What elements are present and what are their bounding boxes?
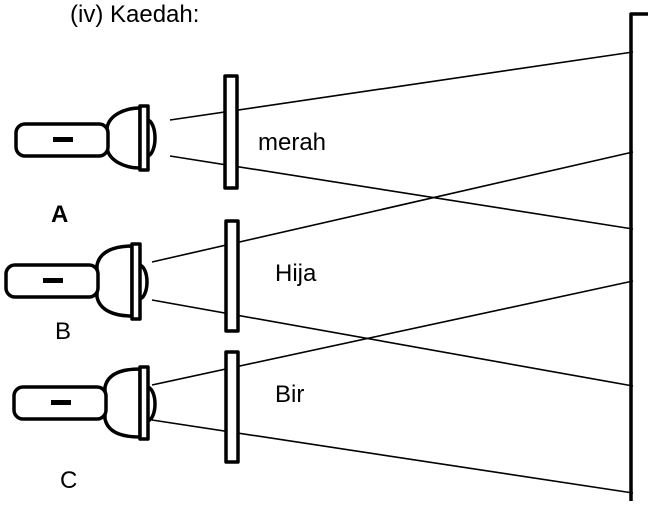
torch-c [12, 365, 157, 441]
torch-b [4, 242, 149, 321]
filter-label-red: merah [258, 129, 326, 156]
torch-b-rim [130, 242, 142, 321]
filter-green [224, 219, 240, 333]
torch-label-a: A [51, 201, 68, 228]
filter-red [223, 74, 239, 190]
ray-c-upper [151, 280, 634, 386]
torch-b-switch [43, 278, 63, 283]
torch-label-b: B [55, 318, 71, 345]
filter-blue [224, 350, 240, 464]
torch-a [14, 104, 157, 172]
ray-c-lower [151, 419, 634, 494]
torch-a-rim [138, 104, 150, 172]
ray-a-upper [169, 51, 634, 121]
heading-text: (iv) Kaedah: [70, 1, 199, 28]
screen [629, 12, 648, 506]
filter-label-blue: Bir [275, 381, 304, 408]
torch-c-switch [51, 400, 71, 405]
torch-a-switch [53, 137, 73, 142]
ray-b-lower [151, 299, 634, 387]
torch-a-head [105, 106, 142, 170]
ray-a-lower [169, 155, 634, 230]
torch-c-head [103, 367, 142, 439]
torch-label-c: C [60, 467, 77, 494]
torch-c-rim [138, 365, 150, 441]
torch-b-head [95, 244, 134, 318]
filter-label-green: Hija [275, 260, 317, 287]
